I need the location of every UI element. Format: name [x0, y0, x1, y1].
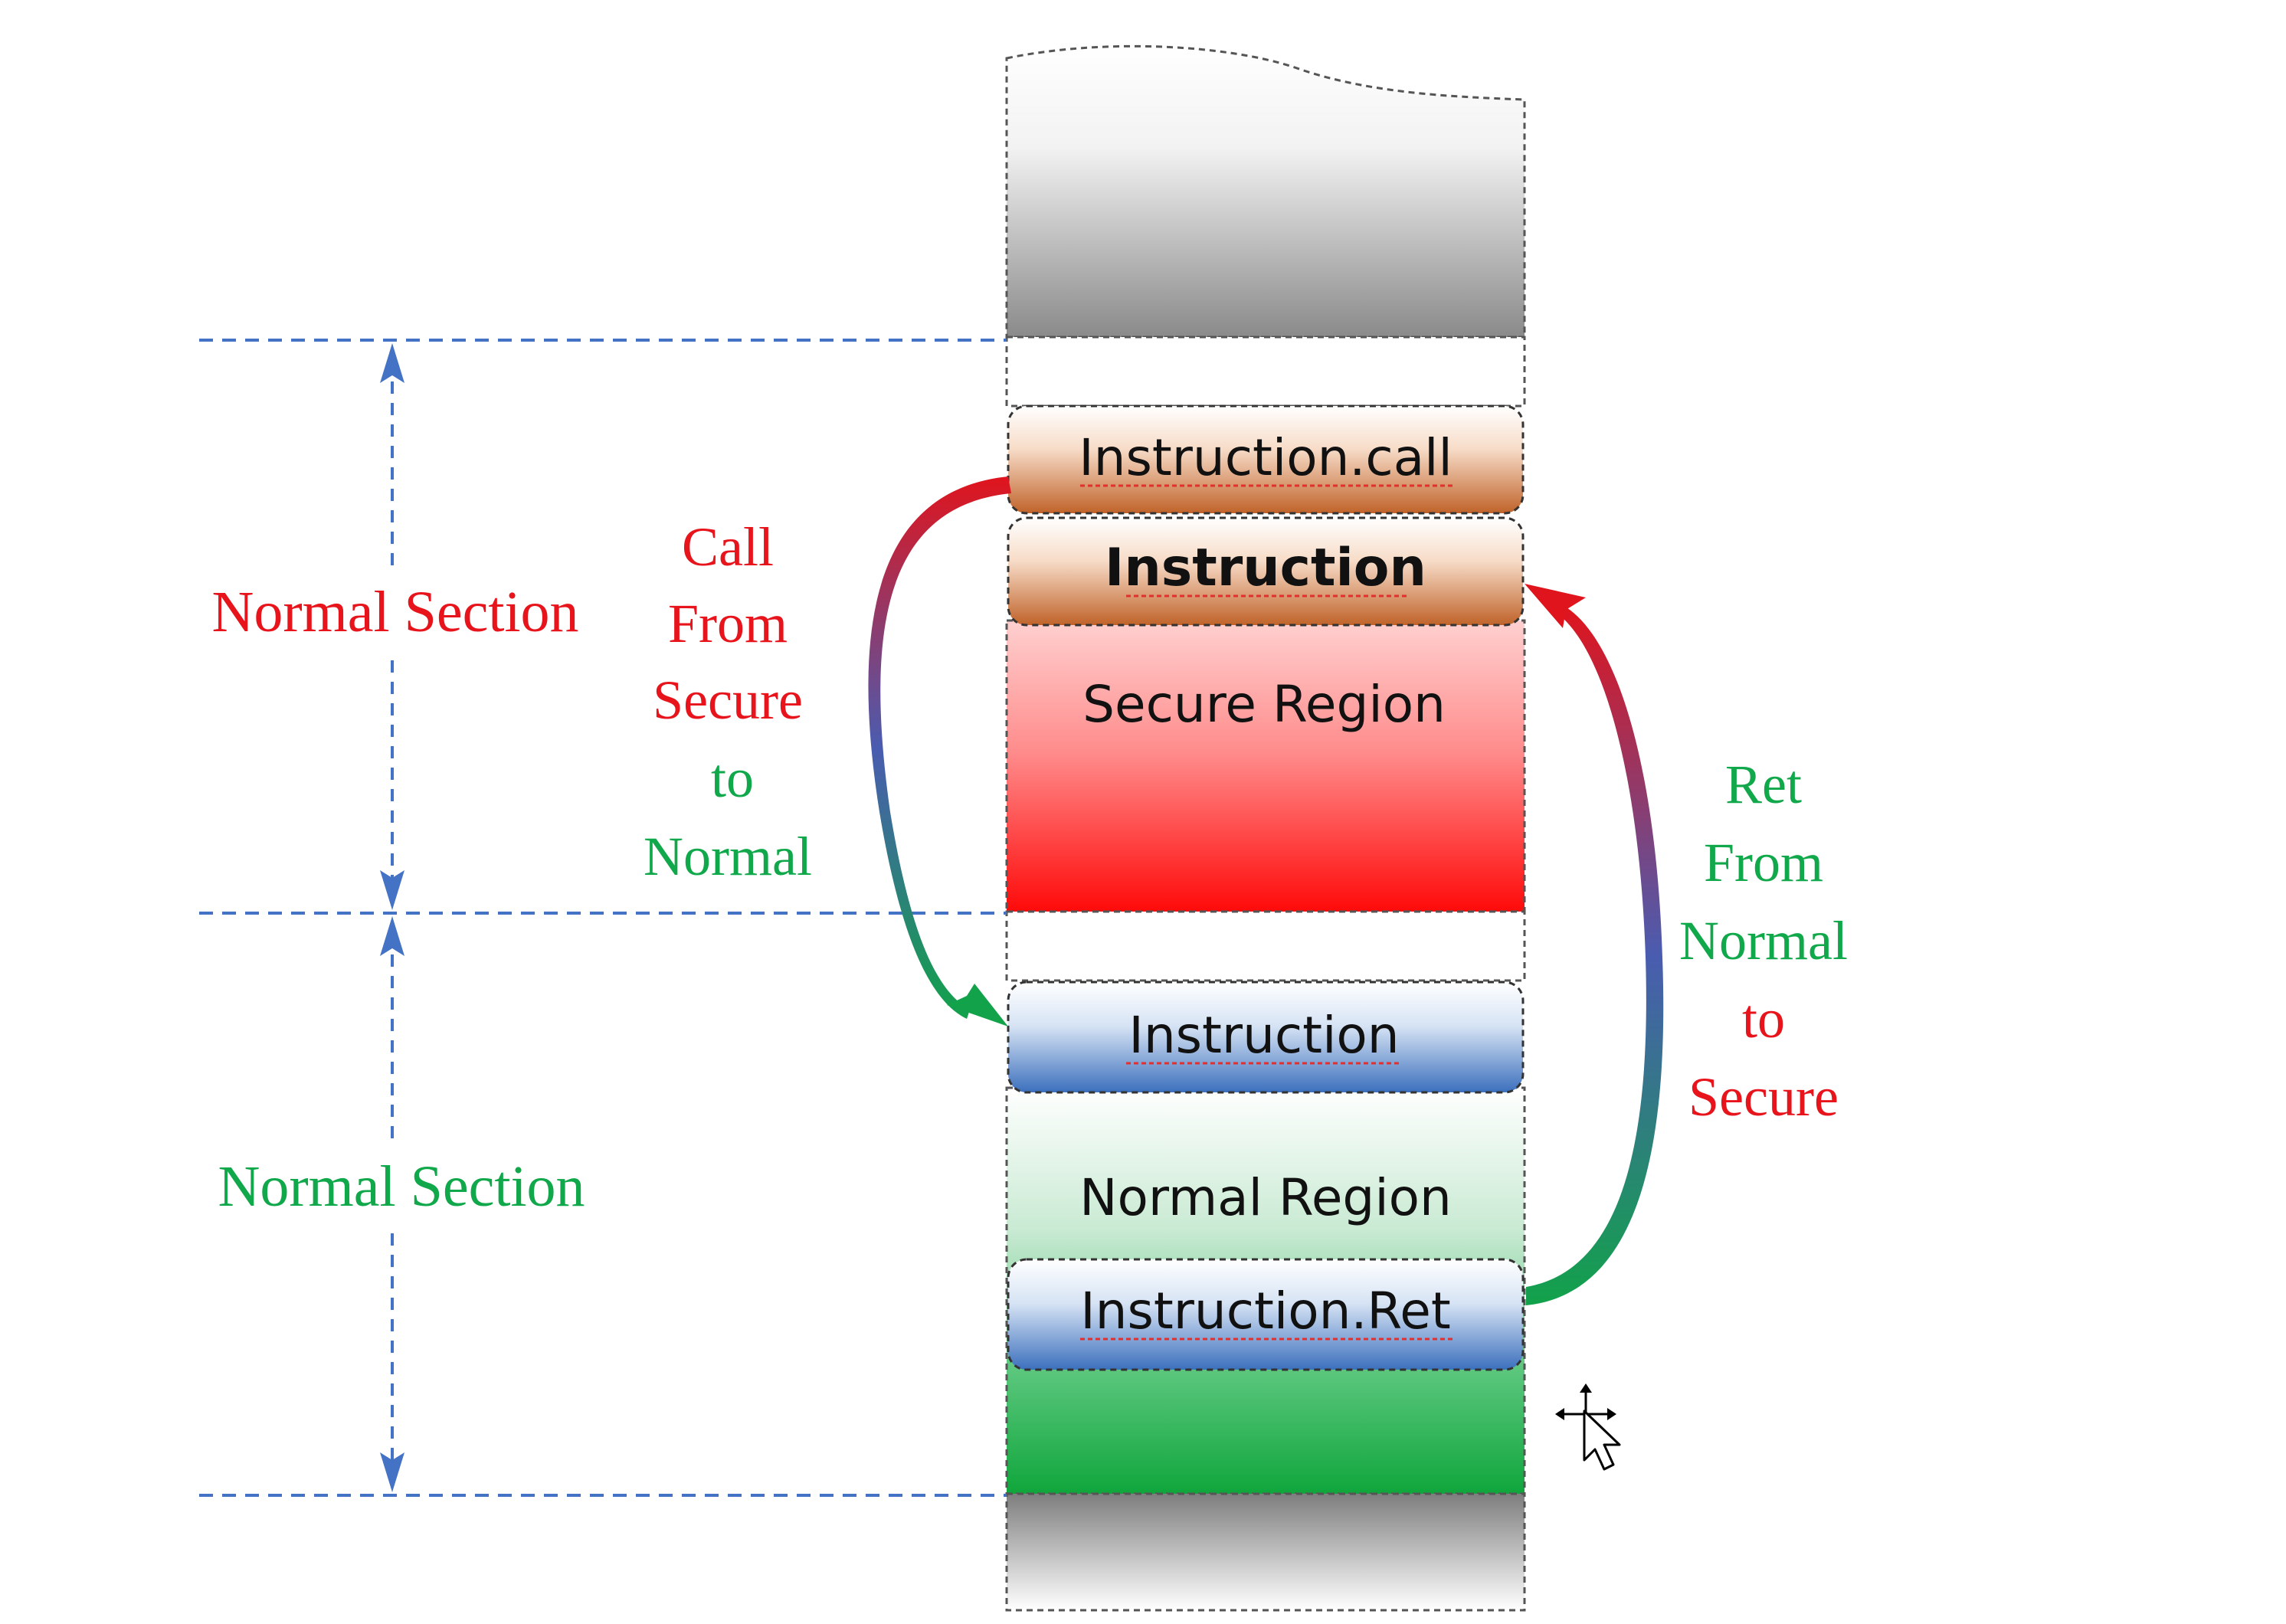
arrowhead-lower-bottom: [380, 1452, 404, 1492]
call-arrow-body: [868, 476, 1011, 1019]
instruction-normal-label: Instruction: [1128, 1006, 1399, 1065]
call-label-line4: to: [711, 748, 754, 809]
call-label-line1: Call: [682, 516, 774, 578]
memory-gap-middle: [1005, 910, 1526, 982]
ret-label: Ret From Normal to Secure: [1679, 754, 1848, 1128]
arrowhead-lower-top: [380, 916, 404, 956]
ret-arrow-body: [1526, 605, 1664, 1305]
ret-label-line3: Normal: [1679, 910, 1848, 971]
instruction-normal-box: [1007, 981, 1525, 1094]
ret-label-line4: to: [1742, 988, 1785, 1049]
ret-arrow-head: [1525, 584, 1586, 628]
secure-region-label: Secure Region: [1082, 675, 1446, 734]
call-arrow: [868, 476, 1011, 1026]
dimension-arrowheads: [380, 343, 404, 1492]
call-label: Call From Secure to Normal: [644, 516, 812, 887]
instruction-ret-box: [1007, 1258, 1525, 1371]
arrowhead-upper-bottom: [380, 870, 404, 910]
instruction-ret-label: Instruction.Ret: [1080, 1282, 1451, 1341]
call-label-line2: From: [668, 593, 788, 654]
lower-section-label: Normal Section: [218, 1154, 585, 1219]
call-arrow-head: [947, 984, 1008, 1026]
memory-bottom-block: [1005, 1492, 1526, 1612]
section-boundaries: [199, 339, 1007, 1497]
upper-section-label-bg: [192, 567, 598, 659]
instruction-secure-label: Instruction: [1105, 538, 1426, 598]
memory-top-block: [1005, 44, 1526, 339]
ret-arrow: [1525, 584, 1664, 1305]
normal-region-label: Normal Region: [1079, 1168, 1452, 1227]
instruction-call-label: Instruction.call: [1079, 428, 1452, 487]
memory-column: [1005, 44, 1526, 1612]
secure-region-block: [1005, 619, 1526, 913]
upper-section-label: Normal Section: [211, 580, 578, 644]
call-label-line5: Normal: [644, 826, 812, 887]
ret-label-line2: From: [1704, 832, 1823, 893]
memory-gap-top: [1005, 336, 1526, 408]
lower-section-label-bg: [195, 1141, 609, 1233]
instruction-secure-box: [1007, 516, 1525, 627]
move-cursor-icon: [1555, 1383, 1621, 1471]
call-label-line3: Secure: [653, 670, 803, 731]
arrowhead-upper-top: [380, 343, 404, 383]
ret-label-line5: Secure: [1688, 1066, 1839, 1128]
ret-label-line1: Ret: [1725, 754, 1802, 815]
